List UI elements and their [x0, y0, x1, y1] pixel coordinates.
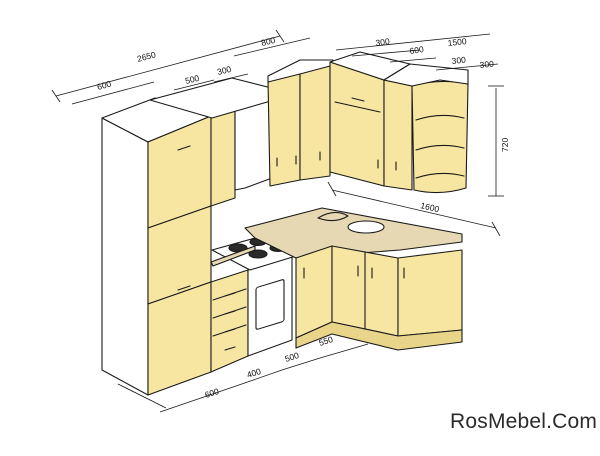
dim-top-total: 2650: [136, 49, 157, 64]
dim-right-600: 600: [409, 44, 425, 56]
dim-bottom-550: 550: [318, 334, 335, 348]
stove: [211, 237, 297, 357]
dim-right-300-c: 300: [479, 59, 494, 70]
upper-handles: [276, 151, 321, 167]
open-shelf-lines: [415, 114, 465, 179]
dim-bottom-500: 500: [284, 350, 301, 364]
upper-cabinet-800-front-b: [299, 61, 331, 181]
dim-counter-1600: 1600: [420, 200, 441, 214]
dim-right-300-a: 300: [375, 36, 391, 48]
lift-handle: [351, 97, 365, 102]
dim-top-500: 500: [184, 73, 200, 86]
tall-cabinet-handle-2: [177, 285, 191, 291]
dim-bottom-600: 600: [204, 386, 221, 400]
dim-right-300-b: 300: [451, 55, 466, 66]
corner-open-shelf: [411, 80, 469, 194]
dim-right-1500: 1500: [447, 36, 467, 48]
countertop-corner: [244, 207, 463, 259]
drawer-unit: [210, 269, 249, 373]
upper-right-top: [383, 63, 469, 87]
lift-door-divider: [334, 101, 381, 113]
sink-drainboard: [317, 211, 349, 222]
tall-cabinet-handle: [177, 145, 191, 151]
base-handles: [303, 265, 405, 279]
upper-right-front: [383, 79, 413, 191]
dim-top-300: 300: [216, 64, 232, 77]
base-end-front: [397, 249, 463, 337]
lower-cabinets: [210, 207, 463, 373]
drawer-handles: [224, 292, 236, 351]
brand-watermark: RosMebel.Com: [450, 410, 597, 433]
dimension-lines: [51, 29, 504, 413]
dim-bottom-400: 400: [246, 366, 263, 380]
upper-cabinet-300-front: [210, 107, 236, 207]
upper-cabinets-right: [329, 51, 469, 194]
sink-bowl: [347, 220, 385, 234]
corner-handles: [377, 159, 397, 171]
dim-top-600: 600: [96, 79, 113, 92]
upper-corner-front: [329, 61, 385, 187]
upper-cabinets-left: [149, 59, 334, 207]
tall-cabinet: [101, 97, 212, 396]
plinth: [295, 321, 463, 351]
dimension-labels: 2650 600 800 500 300 300 600 1500 300 30…: [96, 35, 510, 400]
dim-height-720: 720: [500, 138, 510, 152]
oven-window: [255, 279, 285, 330]
tall-cabinet-side: [101, 117, 149, 396]
countertop-left: [210, 245, 256, 267]
upper-cabinet-800-front: [267, 69, 301, 187]
dim-top-800: 800: [260, 35, 276, 48]
